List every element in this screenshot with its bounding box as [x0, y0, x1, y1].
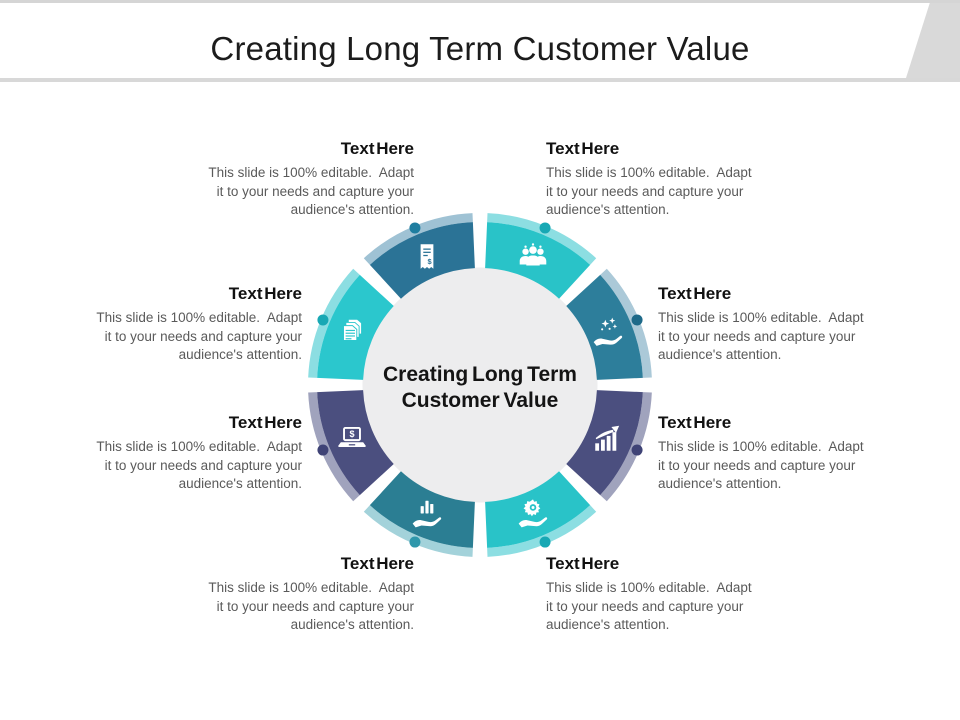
callout-body-line: This slide is 100% editable. Adapt [546, 580, 752, 595]
documents-icon [335, 315, 369, 349]
callout-body-line: This slide is 100% editable. Adapt [208, 580, 414, 595]
callout-body-line: audience's attention. [658, 476, 782, 491]
callout-lower-right: Text Here This slide is 100% editable. A… [658, 413, 908, 494]
callout-heading: Text Here [546, 554, 620, 573]
callout-body-line: it to your needs and capture your [216, 183, 414, 199]
callout-mid-left: Text Here This slide is 100% editable. A… [52, 284, 302, 365]
callout-body: This slide is 100% editable. Adapt it to… [658, 309, 908, 365]
callout-body-line: it to your needs and capture your [546, 598, 744, 614]
callout-body: This slide is 100% editable. Adapt it to… [164, 579, 414, 635]
segment-ring-hand-sparkles [565, 274, 643, 381]
svg-text:$: $ [349, 429, 354, 439]
callout-top-right: Text Here This slide is 100% editable. A… [546, 139, 796, 220]
callout-body: This slide is 100% editable. Adapt it to… [546, 164, 796, 220]
callout-body-line: it to your needs and capture your [658, 457, 856, 473]
segment-dot-hand-bars [409, 536, 421, 548]
callout-body-line: it to your needs and capture your [546, 183, 744, 199]
callout-body-line: audience's attention. [546, 202, 670, 217]
callout-lower-left: Text Here This slide is 100% editable. A… [52, 413, 302, 494]
segment-dot-people [539, 222, 551, 234]
segment-dot-laptop [317, 444, 329, 456]
callout-body: This slide is 100% editable. Adapt it to… [52, 438, 302, 494]
callout-heading: Text Here [340, 139, 414, 158]
callout-heading: Text Here [658, 284, 732, 303]
callout-bottom-left: Text Here This slide is 100% editable. A… [164, 554, 414, 635]
callout-body: This slide is 100% editable. Adapt it to… [52, 309, 302, 365]
callout-body-line: it to your needs and capture your [216, 598, 414, 614]
segment-dot-documents [317, 314, 329, 326]
segment-ring-hand-bars [369, 470, 476, 548]
growth-chart-icon [591, 421, 625, 455]
callout-body-line: it to your needs and capture your [104, 457, 302, 473]
center-title-line1: Creating Long Term [383, 363, 577, 386]
hand-sparkles-icon [591, 315, 625, 349]
callout-heading: Text Here [228, 413, 302, 432]
callout-body: This slide is 100% editable. Adapt it to… [658, 438, 908, 494]
callout-bottom-right: Text Here This slide is 100% editable. A… [546, 554, 796, 635]
callout-body: This slide is 100% editable. Adapt it to… [546, 579, 796, 635]
callout-body: This slide is 100% editable. Adapt it to… [164, 164, 414, 220]
callout-body-line: it to your needs and capture your [658, 328, 856, 344]
callout-body-line: audience's attention. [178, 476, 302, 491]
slide-title: Creating Long Term Customer Value [210, 30, 750, 67]
callout-body-line: This slide is 100% editable. Adapt [96, 439, 302, 454]
callout-heading: Text Here [340, 554, 414, 573]
callout-body-line: audience's attention. [178, 347, 302, 362]
callout-top-left: Text Here This slide is 100% editable. A… [164, 139, 414, 220]
callout-heading: Text Here [546, 139, 620, 158]
callout-body-line: This slide is 100% editable. Adapt [96, 310, 302, 325]
callout-body-line: This slide is 100% editable. Adapt [208, 165, 414, 180]
callout-body-line: This slide is 100% editable. Adapt [658, 439, 864, 454]
callout-body-line: audience's attention. [290, 202, 414, 217]
segment-ring-laptop [317, 389, 395, 496]
callout-body-line: This slide is 100% editable. Adapt [658, 310, 864, 325]
callout-mid-right: Text Here This slide is 100% editable. A… [658, 284, 908, 365]
hand-gear-icon [516, 496, 550, 530]
invoice-icon: $ [410, 240, 444, 274]
callout-body-line: it to your needs and capture your [104, 328, 302, 344]
callout-body-line: audience's attention. [658, 347, 782, 362]
callout-heading: Text Here [228, 284, 302, 303]
people-group-icon [516, 240, 550, 274]
segment-dot-hand-sparkles [631, 314, 643, 326]
laptop-currency-icon: $ [335, 421, 369, 455]
segment-dot-hand-gear [539, 536, 551, 548]
callout-body-line: audience's attention. [546, 617, 670, 632]
segment-dot-growth [631, 444, 643, 456]
callout-body-line: This slide is 100% editable. Adapt [546, 165, 752, 180]
svg-text:$: $ [427, 257, 432, 266]
diagram-center-label: Creating Long Term Customer Value [330, 362, 630, 414]
callout-body-line: audience's attention. [290, 617, 414, 632]
segment-dot-invoice [409, 222, 421, 234]
top-border [0, 0, 960, 3]
callout-heading: Text Here [658, 413, 732, 432]
hand-bars-icon [410, 496, 444, 530]
title-divider [0, 78, 960, 82]
diagram-center-circle [362, 267, 598, 503]
center-title-line2: Customer Value [401, 389, 559, 412]
